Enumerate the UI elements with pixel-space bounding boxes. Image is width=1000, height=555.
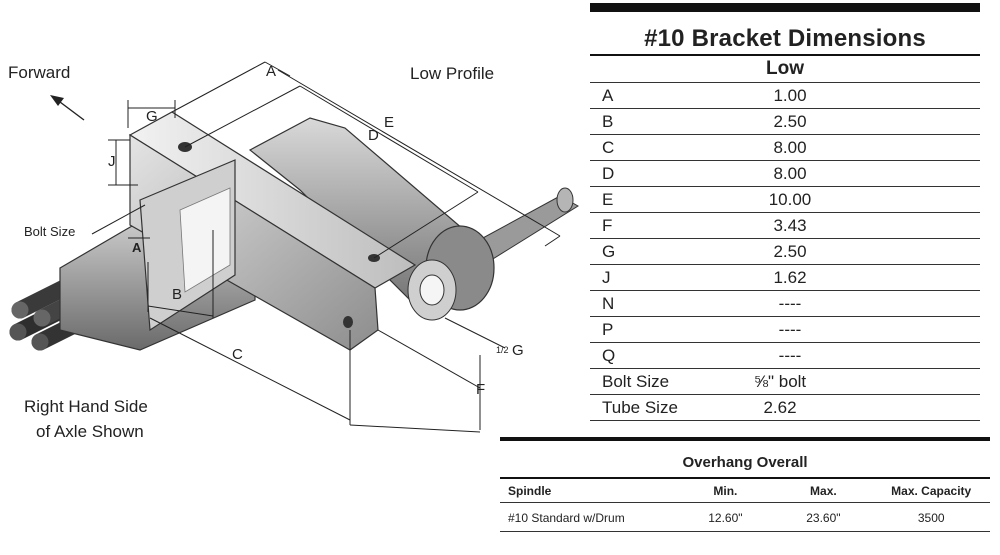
- dim-a-top: A: [266, 63, 277, 80]
- dimension-value: 1.00: [773, 86, 807, 105]
- dim-e: E: [384, 114, 395, 131]
- dimension-key: D: [602, 164, 615, 183]
- caption-line-2: of Axle Shown: [36, 422, 144, 441]
- bolt-size-label: Bolt Size: [24, 224, 76, 239]
- dim-j: J: [108, 153, 116, 170]
- dimension-row: Q ----: [590, 342, 980, 368]
- dimension-value: 1.62: [773, 268, 807, 287]
- cell-max-capacity: 3500: [872, 502, 990, 532]
- forward-arrow-line: [59, 101, 85, 121]
- header-spindle: Spindle: [500, 479, 677, 503]
- dimension-row: F 3.43: [590, 212, 980, 238]
- dimension-key: A: [602, 86, 614, 105]
- dimension-key: Bolt Size: [602, 372, 670, 391]
- dim-half-g: G: [512, 342, 524, 359]
- dimension-key: B: [602, 112, 614, 131]
- dimension-lines: [91, 61, 561, 433]
- forward-label: Forward: [8, 63, 71, 82]
- table-row: #10 Standard w/Drum 12.60" 23.60" 3500: [500, 502, 990, 532]
- overhang-top-rule: [500, 437, 990, 441]
- dimension-row: C 8.00: [590, 134, 980, 160]
- table-bottom-rule: [590, 420, 980, 421]
- cell-spindle: #10 Standard w/Drum: [500, 502, 677, 532]
- dim-b: B: [172, 286, 183, 303]
- bolt-hole-front: [343, 316, 353, 328]
- dimension-key: F: [602, 216, 613, 235]
- dimension-row: E 10.00: [590, 186, 980, 212]
- dimension-key: Q: [602, 346, 616, 365]
- caption-line-1: Right Hand Side: [24, 397, 148, 416]
- dim-g-top: G: [146, 108, 158, 125]
- header-max: Max.: [774, 479, 873, 503]
- column-header-low: Low: [590, 54, 980, 82]
- dimension-key: Tube Size: [602, 398, 678, 417]
- dimension-value: 8.00: [773, 138, 807, 157]
- dimension-value: 10.00: [768, 190, 812, 209]
- dimension-row: Bolt Size ⅝" bolt: [590, 368, 980, 394]
- overhang-header-row: Spindle Min. Max. Max. Capacity: [500, 479, 990, 503]
- dimension-key: P: [602, 320, 614, 339]
- cell-min: 12.60": [676, 502, 775, 532]
- bracket-illustration: Forward Low Profile Right Hand Side of A…: [8, 61, 579, 441]
- overhang-title-rule: [500, 477, 990, 479]
- overhang-table-section: Overhang Overall Spindle Min. Max. Max. …: [500, 437, 990, 532]
- dimension-row: A 1.00: [590, 82, 980, 108]
- dimension-row: N ----: [590, 290, 980, 316]
- top-rule: [590, 3, 980, 12]
- dimension-row: D 8.00: [590, 160, 980, 186]
- bracket-drawing: [9, 61, 579, 433]
- dimension-value: 2.50: [773, 242, 807, 261]
- dimension-value: ----: [778, 294, 802, 313]
- dimension-value: ⅝" bolt: [753, 372, 807, 391]
- dim-half-g-fraction: 1/2: [496, 345, 509, 355]
- overhang-table: Spindle Min. Max. Max. Capacity #10 Stan…: [500, 479, 990, 532]
- dimension-row: Tube Size 2.62: [590, 394, 980, 420]
- cell-max: 23.60": [774, 502, 873, 532]
- forward-arrow-head: [50, 95, 64, 106]
- header-max-capacity: Max. Capacity: [872, 479, 990, 503]
- dimension-row: J 1.62: [590, 264, 980, 290]
- dimension-key: C: [602, 138, 615, 157]
- dimension-row: G 2.50: [590, 238, 980, 264]
- dim-f: F: [476, 381, 486, 398]
- dim-d: D: [368, 127, 379, 144]
- overhang-title: Overhang Overall: [682, 454, 808, 471]
- dimension-key: J: [602, 268, 611, 287]
- dimension-key: G: [602, 242, 616, 261]
- dim-a-side: A: [132, 240, 142, 255]
- header-min: Min.: [676, 479, 775, 503]
- dimension-value: 8.00: [773, 164, 807, 183]
- dimension-value: 3.43: [773, 216, 807, 235]
- dimensions-title: #10 Bracket Dimensions: [644, 25, 926, 52]
- dimension-row: B 2.50: [590, 108, 980, 134]
- dimension-row: P ----: [590, 316, 980, 342]
- dimension-value: ----: [778, 320, 802, 339]
- dimension-key: N: [602, 294, 615, 313]
- dimension-value: ----: [778, 346, 802, 365]
- dimension-value: 2.50: [773, 112, 807, 131]
- low-profile-label: Low Profile: [410, 64, 495, 83]
- dimension-key: E: [602, 190, 614, 209]
- dimension-value: 2.62: [763, 398, 797, 417]
- dim-c: C: [232, 346, 243, 363]
